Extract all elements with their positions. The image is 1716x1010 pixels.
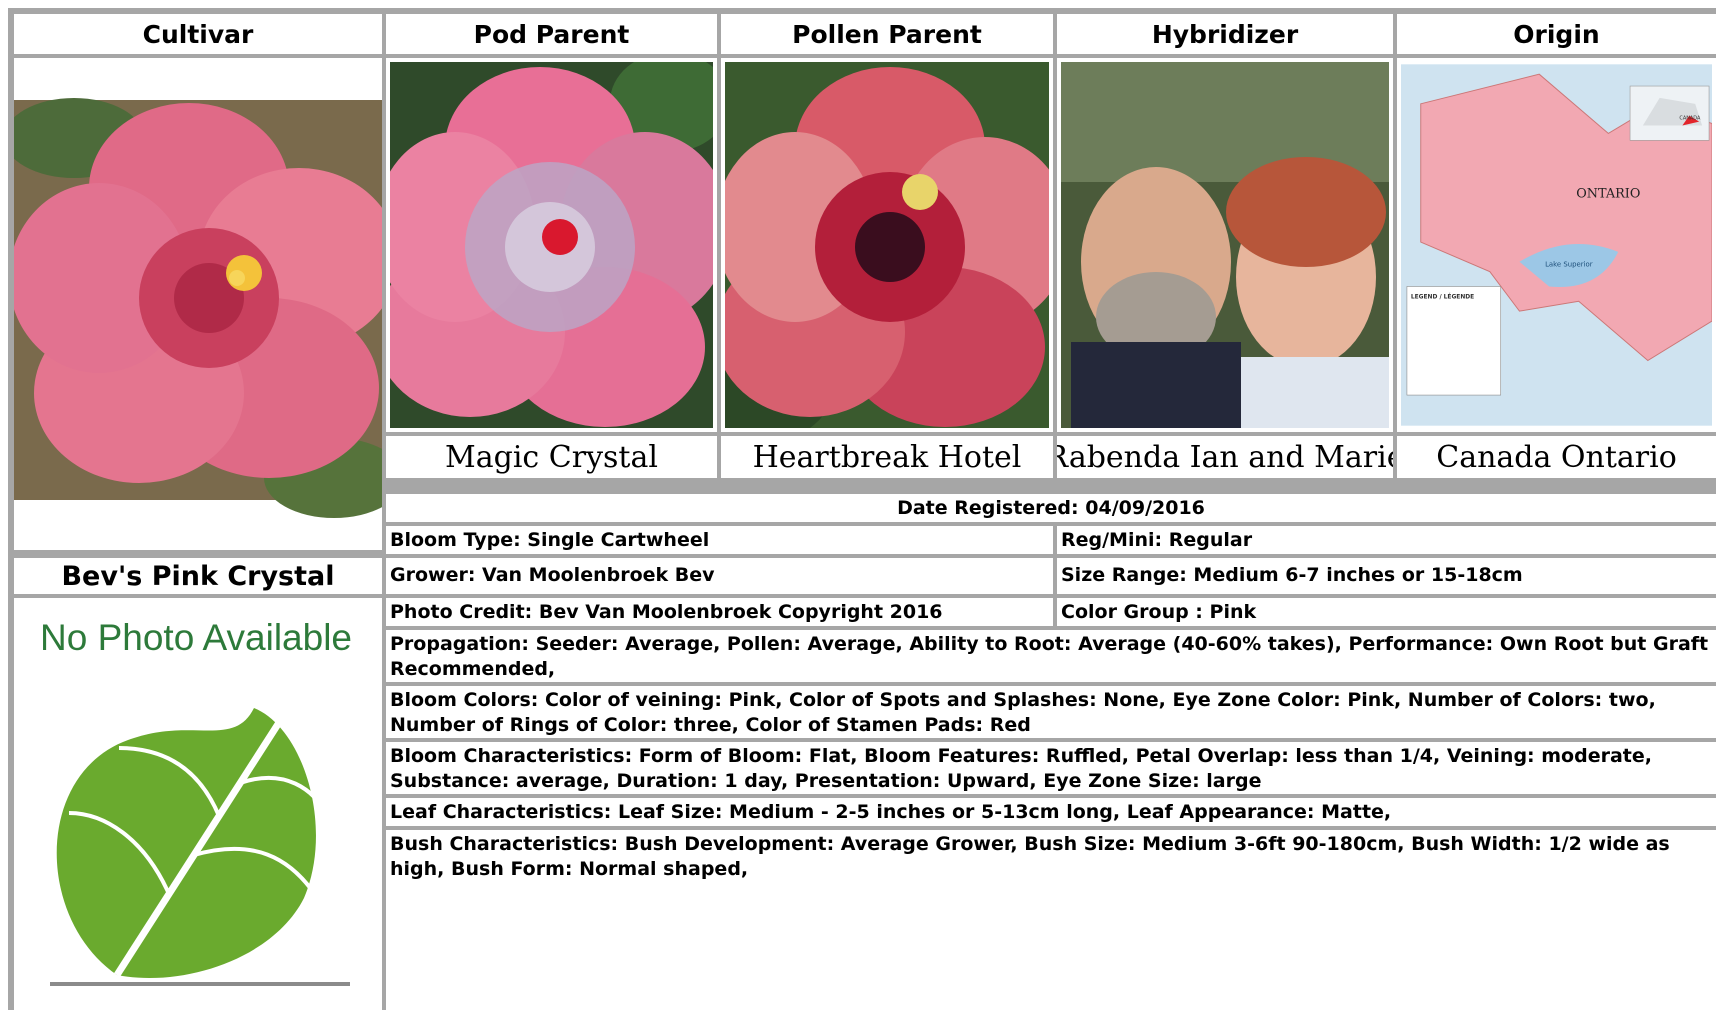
header-origin: Origin [1397,14,1716,54]
bloom-characteristics: Bloom Characteristics: Form of Bloom: Fl… [386,742,1716,794]
propagation: Propagation: Seeder: Average, Pollen: Av… [386,630,1716,682]
color-group: Color Group : Pink [1057,598,1716,626]
no-photo-label: No Photo Available [40,617,352,658]
header-cultivar: Cultivar [14,14,382,54]
leaf-characteristics: Leaf Characteristics: Leaf Size: Medium … [386,798,1716,826]
pollen-parent-name[interactable]: Heartbreak Hotel [721,436,1053,478]
origin-map[interactable]: ONTARIO Lake Superior LEGEND / LÉGENDE C… [1401,62,1712,428]
grower: Grower: Van Moolenbroek Bev [386,558,1053,594]
pod-parent-photo-cell [386,58,717,432]
bush-characteristics: Bush Characteristics: Bush Development: … [386,830,1716,1010]
pod-parent-photo[interactable] [390,62,713,428]
no-photo-placeholder: No Photo Available [14,598,382,1010]
origin-name[interactable]: Canada Ontario [1397,436,1716,478]
pollen-parent-photo-cell [721,58,1053,432]
cultivar-photo-cell [14,58,382,550]
hybridizer-photo[interactable] [1061,62,1389,428]
header-pollen-parent: Pollen Parent [721,14,1053,54]
map-legend-title: LEGEND / LÉGENDE [1411,292,1474,300]
cultivar-name: Bev's Pink Crystal [14,558,382,594]
photo-credit: Photo Credit: Bev Van Moolenbroek Copyri… [386,598,1053,626]
bloom-colors: Bloom Colors: Color of veining: Pink, Co… [386,686,1716,738]
pollen-parent-photo[interactable] [725,62,1049,428]
no-photo-cell: No Photo Available [14,598,382,1010]
reg-mini: Reg/Mini: Regular [1057,526,1716,554]
map-water-label: Lake Superior [1545,261,1593,269]
pod-parent-name[interactable]: Magic Crystal [386,436,717,478]
origin-map-cell: ONTARIO Lake Superior LEGEND / LÉGENDE C… [1397,58,1716,432]
header-pod-parent: Pod Parent [386,14,717,54]
header-hybridizer: Hybridizer [1057,14,1393,54]
hybridizer-photo-cell [1057,58,1393,432]
size-range: Size Range: Medium 6-7 inches or 15-18cm [1057,558,1716,594]
map-title: ONTARIO [1576,187,1640,202]
cultivar-hibiscus-photo[interactable] [14,58,382,550]
hybridizer-name[interactable]: Rabenda Ian and Marie [1057,436,1393,478]
bloom-type: Bloom Type: Single Cartwheel [386,526,1053,554]
leaf-icon [56,666,331,978]
map-inset-label: CANADA [1679,116,1701,122]
date-registered: Date Registered: 04/09/2016 [386,494,1716,522]
